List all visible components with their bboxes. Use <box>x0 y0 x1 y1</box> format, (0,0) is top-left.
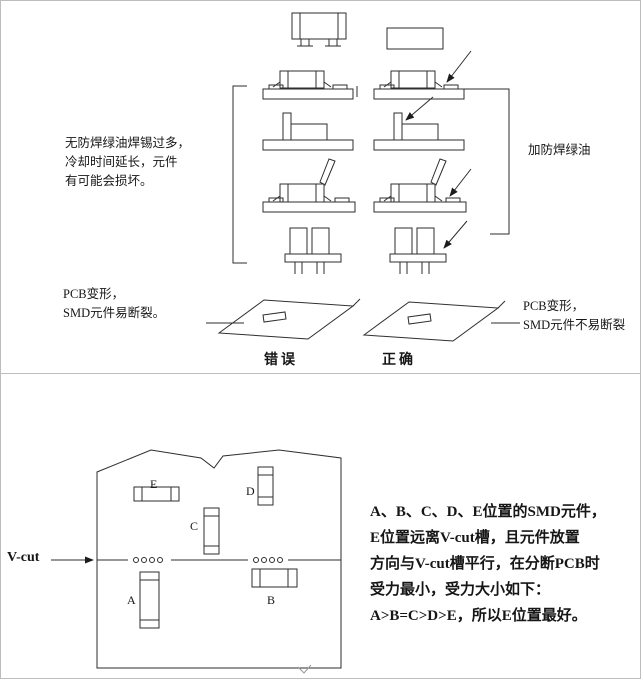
solder-mask-arrow-4 <box>443 220 468 249</box>
wrong-caption: 错误 <box>264 353 298 368</box>
desc-line-1: A、B、C、D、E位置的SMD元件， <box>370 504 606 520</box>
vcut-groove-line <box>97 557 341 563</box>
add-solder-mask-note: 加防焊绿油 <box>528 143 591 157</box>
solder-mask-arrow-1 <box>446 50 472 83</box>
component-c <box>203 507 220 555</box>
desc-line-3: 方向与V-cut槽平行，在分断PCB时 <box>370 556 600 572</box>
row4-wrong-vertical-parts-drawing <box>284 227 342 275</box>
left-bracket <box>232 85 247 264</box>
label-a: A <box>127 593 136 607</box>
component-e <box>133 486 180 502</box>
solder-mask-comparison-diagram <box>206 12 520 342</box>
result-line-2: SMD元件不易断裂 <box>523 318 626 332</box>
desc-line-4: 受力最小，受力大小如下： <box>370 582 551 598</box>
warped-pcb-wrong-drawing <box>218 298 361 340</box>
label-b: B <box>267 593 276 607</box>
row4-correct-vertical-parts-drawing <box>389 227 447 275</box>
right-result-note: PCB变形， SMD元件不易断裂 <box>523 297 625 335</box>
component-b <box>251 568 298 588</box>
correct-caption: 正确 <box>382 353 416 368</box>
component-a <box>139 571 160 629</box>
component-d <box>257 466 274 506</box>
result-line-1: PCB变形， <box>63 287 125 301</box>
component-body-outline-drawing <box>386 27 444 50</box>
row1-wrong-chip-drawing <box>262 70 354 100</box>
right-bracket <box>462 88 510 235</box>
label-c: C <box>190 519 199 533</box>
desc-line-5: A>B=C>D>E，所以E位置最好。 <box>370 608 587 624</box>
row1-correct-chip-drawing <box>373 70 465 100</box>
note-line-2: 冷却时间延长，元件 <box>65 155 178 169</box>
label-d: D <box>246 484 255 498</box>
result-line-1: PCB变形， <box>523 299 585 313</box>
placement-description: A、B、C、D、E位置的SMD元件， E位置远离V-cut槽，且元件放置 方向与… <box>370 499 606 629</box>
warped-pcb-correct-drawing <box>363 300 506 342</box>
label-e: E <box>150 477 158 491</box>
row3-wrong-probe-drawing <box>262 158 356 213</box>
left-result-note: PCB变形， SMD元件易断裂。 <box>63 285 165 323</box>
pcb-outline <box>96 449 342 669</box>
row2-correct-tombstone-drawing <box>373 112 465 151</box>
page-bottom-mark <box>297 664 312 674</box>
vcut-label: V-cut <box>7 550 40 565</box>
note-line-3: 有可能会损坏。 <box>65 174 153 188</box>
desc-line-2: E位置远离V-cut槽，且元件放置 <box>370 530 580 546</box>
note-line-1: 无防焊绿油焊锡过多， <box>65 136 191 150</box>
component-front-view-drawing <box>291 12 347 47</box>
row3-correct-probe-drawing <box>373 158 467 213</box>
section-divider <box>1 373 640 374</box>
solder-mask-arrow-2 <box>405 96 434 121</box>
row2-wrong-tombstone-drawing <box>262 112 354 151</box>
left-warning-note: 无防焊绿油焊锡过多， 冷却时间延长，元件 有可能会损坏。 <box>65 134 190 191</box>
vcut-placement-diagram <box>51 449 342 674</box>
result-line-2: SMD元件易断裂。 <box>63 306 166 320</box>
solder-mask-arrow-3 <box>449 168 472 197</box>
